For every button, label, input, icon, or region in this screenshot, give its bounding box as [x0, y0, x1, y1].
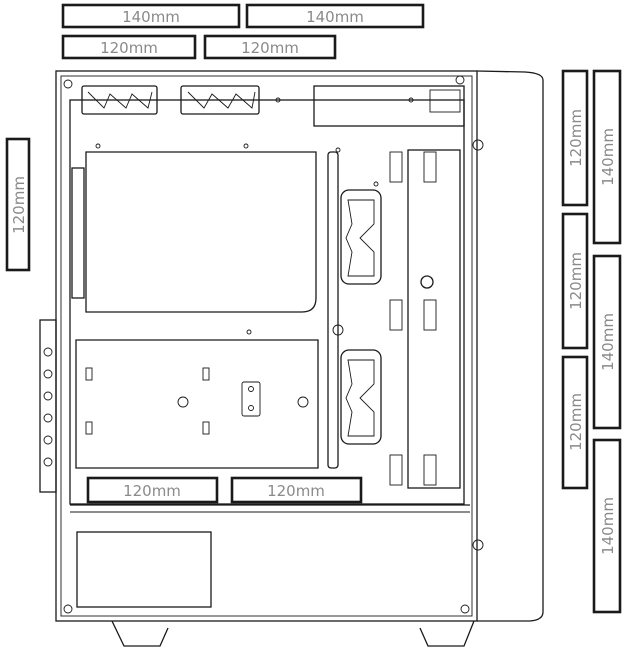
front-fan-140-middle-label: 140mm [599, 313, 617, 371]
rear-fan-bracket [71, 167, 85, 299]
top-fan-120-left: 120mm [61, 34, 197, 60]
front-fan-140-top-label: 140mm [599, 128, 617, 186]
rear-grommet-lower [340, 349, 382, 445]
front-fan-120-bottom-label: 120mm [567, 393, 585, 451]
front-bezel [476, 70, 544, 622]
main-chamber [69, 99, 465, 505]
left-foot [111, 620, 169, 647]
top-fan-120-right: 120mm [203, 34, 337, 60]
front-fan-120-middle: 120mm [561, 212, 589, 350]
top-fan-140-left: 140mm [61, 3, 241, 29]
bottom-fan-120-left-label: 120mm [123, 482, 181, 500]
cpu-cutout [75, 339, 319, 469]
rear-pci-bracket [39, 319, 57, 493]
front-fan-140-middle: 140mm [592, 254, 622, 430]
right-foot [419, 620, 475, 647]
top-vent-left [81, 85, 158, 115]
top-fan-140-left-label: 140mm [122, 8, 180, 26]
top-fan-140-right: 140mm [245, 3, 425, 29]
bottom-fan-120-right-label: 120mm [267, 482, 325, 500]
case-drawing [39, 70, 544, 647]
front-fan-120-top-label: 120mm [567, 109, 585, 167]
drive-cage [407, 149, 461, 489]
front-fan-140-bottom: 140mm [592, 438, 622, 614]
case-outline [55, 70, 478, 622]
top-fan-120-right-label: 120mm [241, 39, 299, 57]
front-fan-140-bottom-label: 140mm [599, 497, 617, 555]
standoff-holes [85, 97, 414, 435]
front-fan-140-top: 140mm [592, 69, 622, 245]
psu-opening [76, 531, 212, 608]
rear-grommet-upper [340, 189, 382, 285]
rear-fan-120: 120mm [5, 137, 31, 272]
top-fan-120-left-label: 120mm [100, 39, 158, 57]
top-right-bracket [313, 85, 465, 127]
top-fan-140-right-label: 140mm [306, 8, 364, 26]
rear-fan-120-label: 120mm [10, 176, 28, 234]
front-fan-120-bottom: 120mm [561, 355, 589, 490]
top-vent-right [180, 85, 260, 115]
motherboard-cutout [85, 151, 317, 313]
corner-screws [63, 75, 484, 614]
bottom-fan-120-right: 120mm [230, 476, 363, 504]
bottom-fan-120-left: 120mm [86, 476, 219, 504]
front-fan-120-top: 120mm [561, 69, 589, 207]
front-fan-120-middle-label: 120mm [567, 252, 585, 310]
